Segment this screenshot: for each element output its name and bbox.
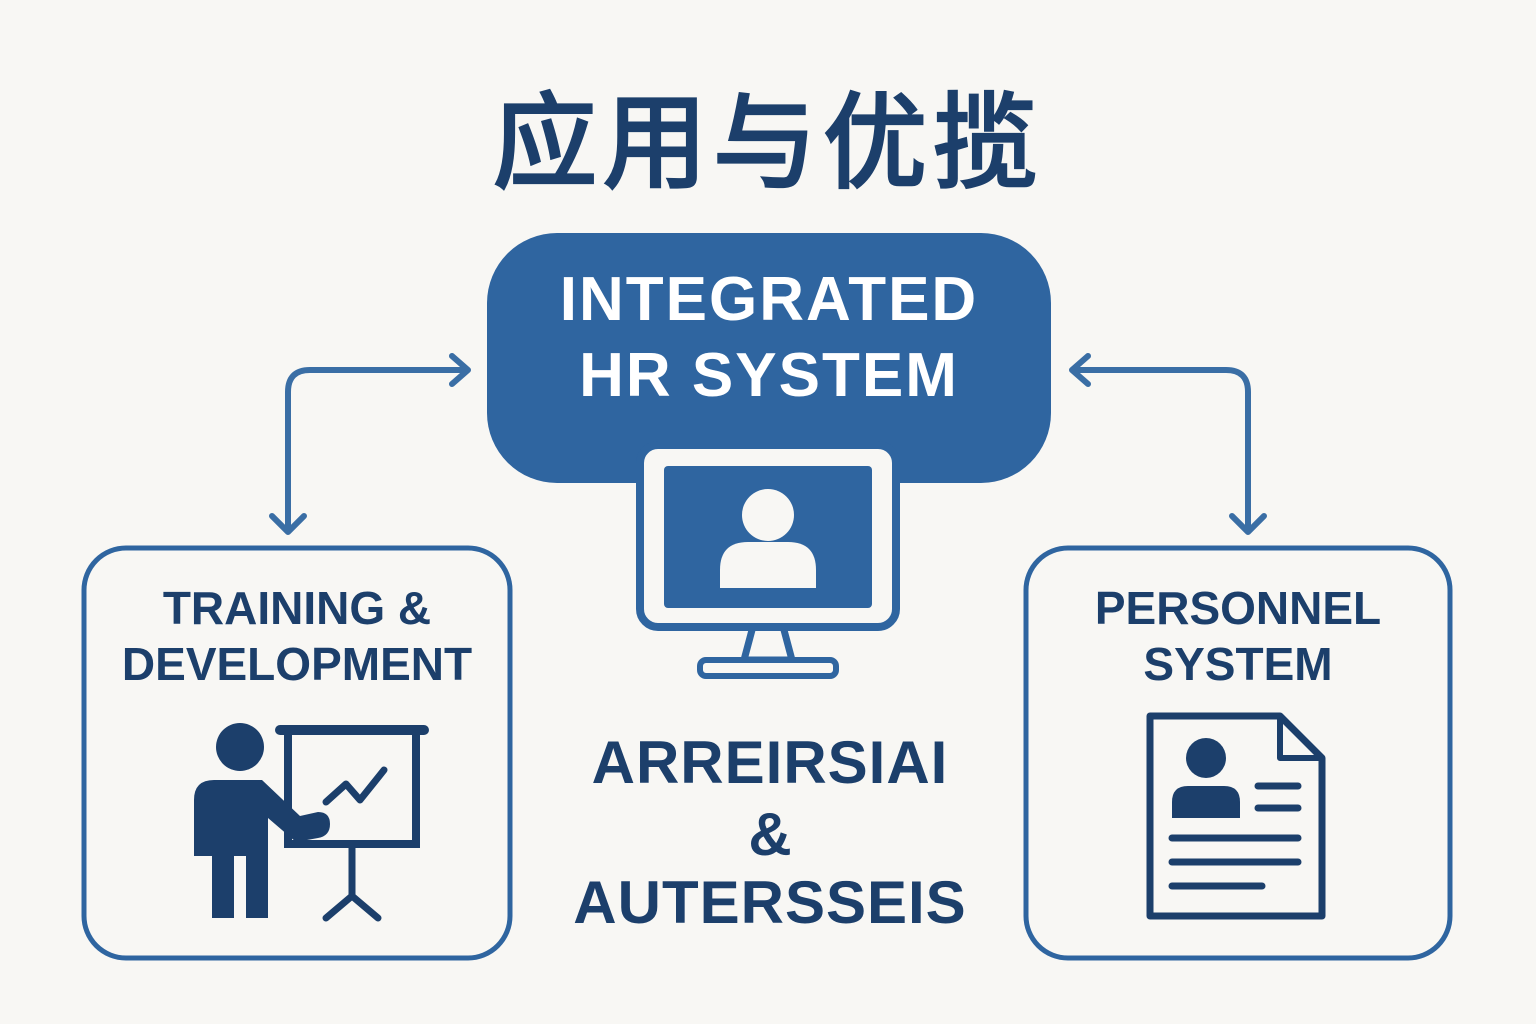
- personnel-system-box: [1023, 545, 1453, 961]
- personnel-system-label: PERSONNEL SYSTEM: [1026, 580, 1450, 692]
- middle-text-ampersand: &: [748, 801, 792, 868]
- middle-text-line2: AUTERSSEIS: [573, 869, 967, 936]
- training-development-label: TRAINING & DEVELOPMENT: [84, 580, 510, 692]
- personnel-line2: SYSTEM: [1143, 638, 1333, 690]
- training-line1: TRAINING &: [162, 582, 432, 634]
- training-line2: DEVELOPMENT: [121, 638, 473, 690]
- presenter-chart-icon: [194, 723, 429, 922]
- integrated-hr-label: INTEGRATED HR SYSTEM: [487, 262, 1051, 414]
- integrated-hr-line2: HR SYSTEM: [579, 341, 959, 410]
- monitor-user-icon: [636, 441, 900, 679]
- resume-document-icon: [1146, 712, 1326, 920]
- connector-left: [269, 353, 471, 535]
- training-development-box: [81, 545, 513, 961]
- personnel-line1: PERSONNEL: [1094, 582, 1382, 634]
- middle-text-line1: ARREIRSIAI: [591, 729, 949, 796]
- integrated-hr-line1: INTEGRATED: [559, 265, 979, 334]
- page-title: 应用与优揽: [492, 82, 1043, 204]
- integrated-hr-box: [487, 233, 1051, 483]
- connector-right: [1069, 353, 1267, 535]
